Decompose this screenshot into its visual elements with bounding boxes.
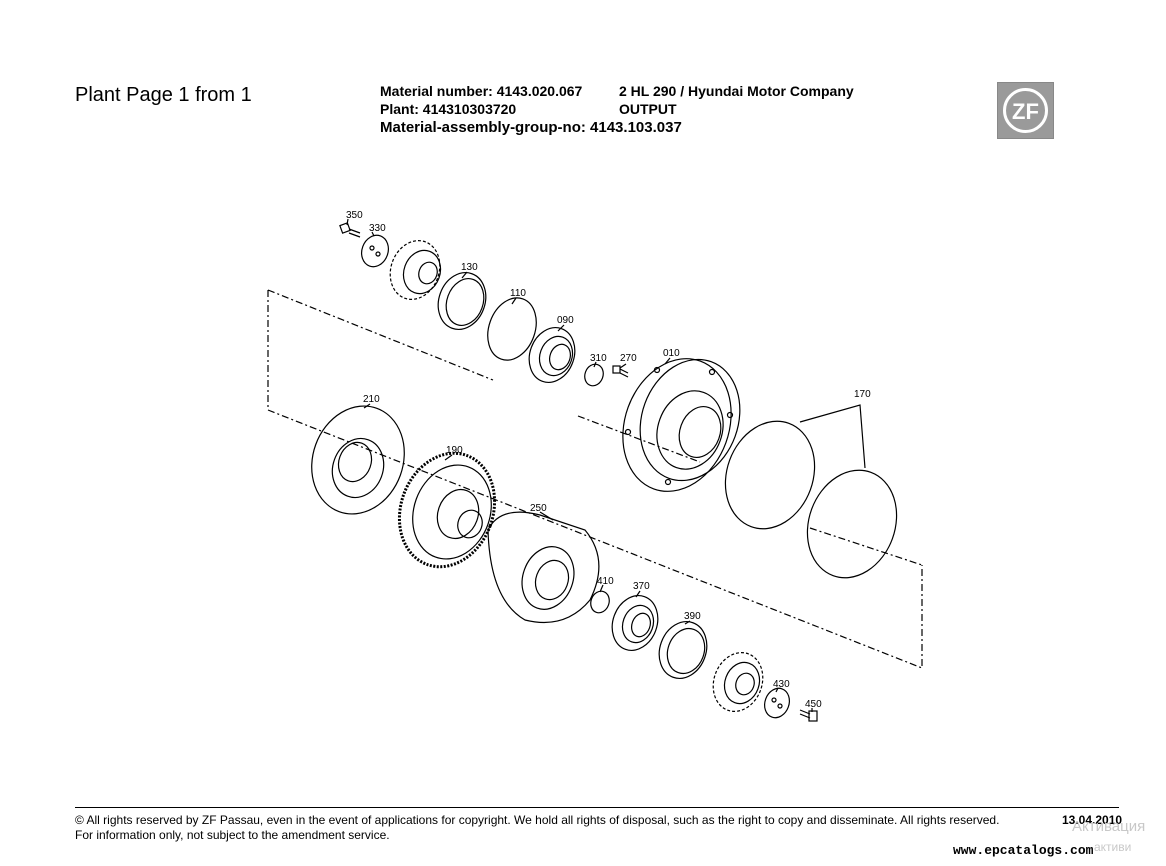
callout-170: 170 [854,389,871,400]
callout-190: 190 [446,445,463,456]
part-110-snap-ring [487,297,537,361]
callout-450: 450 [805,699,822,710]
part-flange-upper [389,240,442,300]
part-flange-lower [712,652,764,712]
callout-250: 250 [530,503,547,514]
assembly-boundary [267,289,923,669]
part-250-carrier [487,511,600,624]
callout-210: 210 [363,394,380,405]
part-330-washer [361,234,389,268]
activation-watermark: Активация [1072,818,1146,835]
part-090-bearing [528,327,576,383]
section-name: OUTPUT [619,101,677,117]
callout-370: 370 [633,581,650,592]
part-callouts: 350 330 130 110 090 310 270 010 170 210 … [346,210,871,710]
part-410-o-ring [590,590,610,614]
part-170-gasket [724,404,898,579]
part-430-washer [764,687,790,719]
plant-number: Plant: 414310303720 [380,101,517,117]
callout-350: 350 [346,210,363,221]
callout-010: 010 [663,348,680,359]
part-390-seal [658,621,708,679]
callout-410: 410 [597,576,614,587]
part-370-bearing [611,595,659,651]
part-310-o-ring [584,363,604,387]
logo-text: ZF [1012,99,1039,124]
callout-110: 110 [510,288,526,299]
part-010-housing [622,358,741,492]
model-name: 2 HL 290 / Hyundai Motor Company [619,83,854,99]
site-watermark: www.epcatalogs.com [953,843,1094,858]
part-450-bolt [799,709,818,722]
document-date: 13.04.2010 [1062,813,1123,827]
copyright-text: © All rights reserved by ZF Passau, even… [75,813,1000,827]
callout-270: 270 [620,353,637,364]
page-title: Plant Page 1 from 1 [75,84,252,106]
part-130-seal [437,272,487,330]
callout-430: 430 [773,679,790,690]
part-350-bolt [339,222,361,238]
callout-330: 330 [369,223,386,234]
footer-rule [75,807,1119,808]
part-210-cover [311,405,405,515]
callout-390: 390 [684,611,701,622]
callout-090: 090 [557,315,574,326]
callout-130: 130 [461,262,478,273]
callout-310: 310 [590,353,607,364]
activation-watermark-sub: активи [1094,840,1132,854]
assembly-group-number: Material-assembly-group-no: 4143.103.037 [380,119,682,136]
footer-note: For information only, not subject to the… [75,828,390,842]
material-number: Material number: 4143.020.067 [380,83,583,99]
part-270-screw [612,365,629,378]
zf-logo: ZF [997,82,1054,139]
